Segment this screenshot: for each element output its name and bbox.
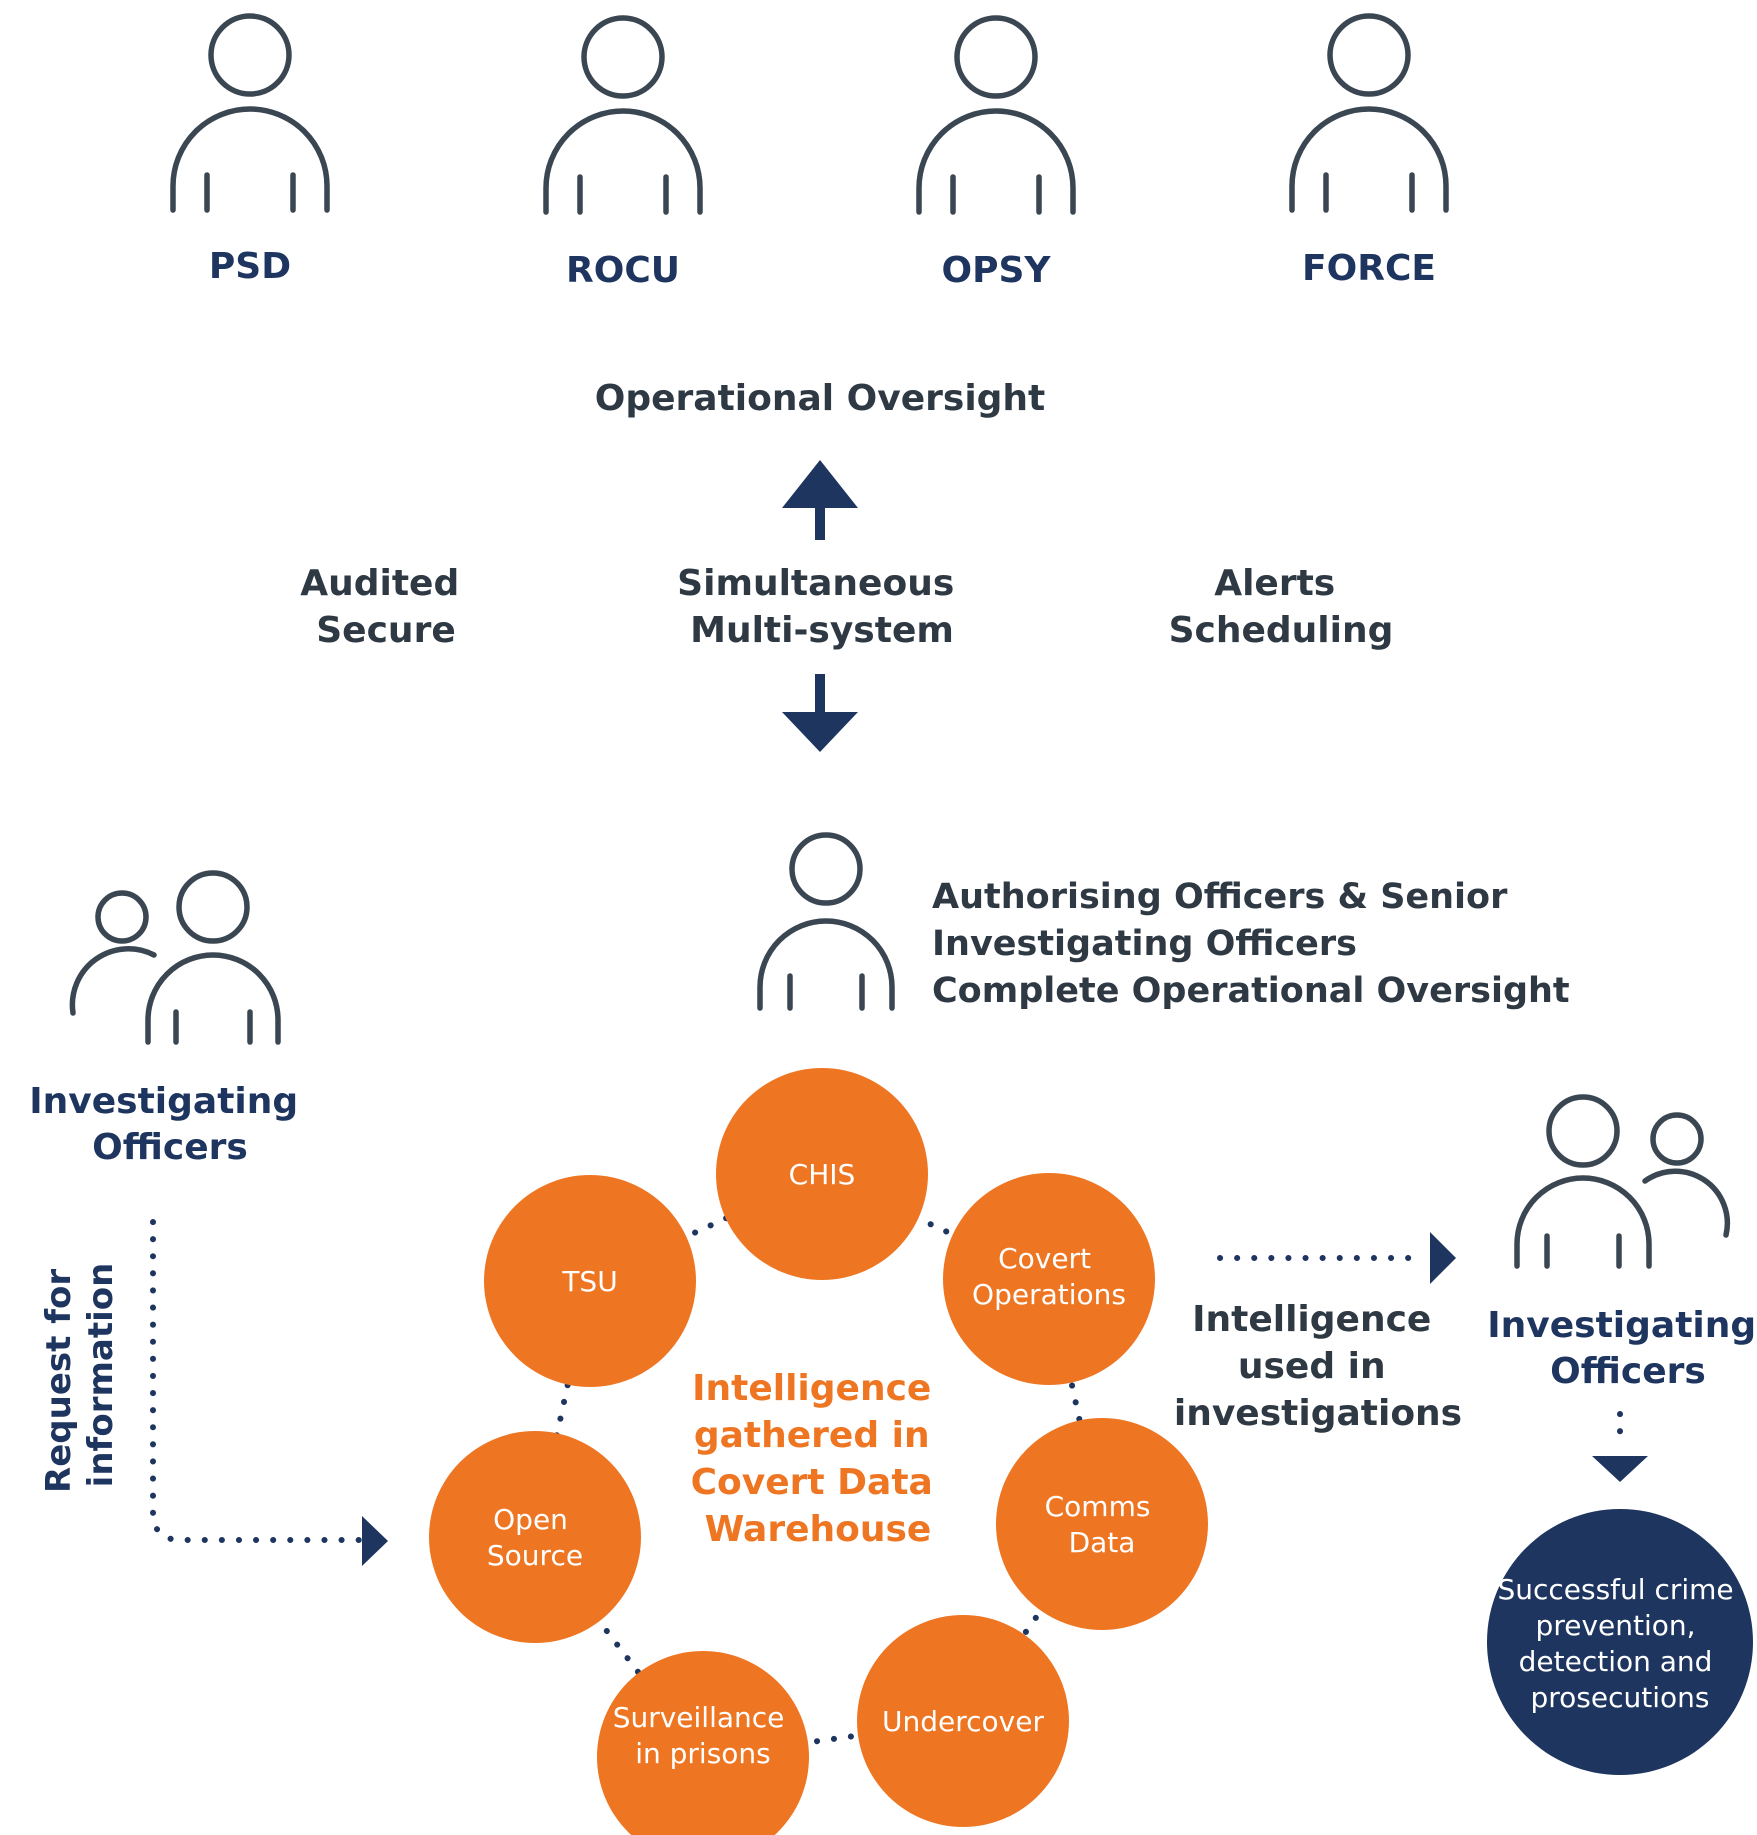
warehouse-node-chis: CHIS	[716, 1068, 928, 1280]
agency-label-rocu: ROCU	[566, 250, 680, 291]
request-for-information-label: Request for information	[39, 1257, 121, 1493]
warehouse-node-covert-operations: Covert Operations	[943, 1173, 1155, 1385]
person-icon	[757, 832, 895, 1011]
agency-label-psd: PSD	[209, 246, 291, 287]
arrow-down-icon	[782, 674, 858, 752]
svg-text:Undercover: Undercover	[882, 1705, 1044, 1738]
svg-text:CHIS: CHIS	[789, 1158, 856, 1191]
person-icon	[1289, 13, 1449, 213]
operational-oversight-title: Operational Oversight	[595, 378, 1046, 419]
svg-text:Successful crime prevent: Successful crime prevention, detection a…	[1497, 1573, 1742, 1714]
features-center: Simultaneous Multi-system	[677, 563, 967, 651]
authorising-officers-text: Authorising Officers & Senior Investigat…	[932, 877, 1570, 1011]
warehouse-node-surveillance-in-prisons: Surveillance in prisons	[597, 1651, 809, 1835]
features-left: Audited Secure	[300, 563, 472, 651]
agency-label-opsy: OPSY	[942, 250, 1052, 291]
people-group-icon	[1514, 1094, 1731, 1269]
investigating-officers-left-label: Investigating Officers	[29, 1081, 310, 1168]
person-icon	[170, 13, 330, 213]
arrow-up-icon	[782, 460, 858, 540]
svg-text:Open Source: Open Source	[487, 1503, 583, 1572]
svg-text:Surveillance in prisons: Surveillance in prisons	[613, 1701, 794, 1770]
svg-text:Covert Operations: Covert Operations	[972, 1242, 1126, 1311]
arrow-down-icon	[1592, 1456, 1648, 1482]
agency-label-force: FORCE	[1302, 248, 1436, 289]
svg-text:Comms Data: Comms Data	[1045, 1490, 1160, 1559]
warehouse-node-comms-data: Comms Data	[996, 1418, 1208, 1630]
warehouse-node-open-source: Open Source	[429, 1431, 641, 1643]
person-icon	[916, 15, 1076, 215]
features-right: Alerts Scheduling	[1169, 563, 1394, 651]
outcome-circle: Successful crime prevention, detection a…	[1487, 1509, 1753, 1775]
warehouse-center-label: Intelligence gathered in Covert Data War…	[691, 1368, 946, 1550]
warehouse-node-undercover: Undercover	[857, 1615, 1069, 1827]
request-flow-dotted-line	[150, 1219, 363, 1543]
arrow-right-icon	[362, 1516, 388, 1566]
investigating-officers-right-label: Investigating Officers	[1487, 1305, 1757, 1392]
people-group-icon	[69, 870, 281, 1045]
person-icon	[543, 15, 703, 215]
warehouse-node-tsu: TSU	[484, 1175, 696, 1387]
intelligence-used-label: Intelligence used in investigations	[1174, 1299, 1462, 1434]
arrow-right-icon	[1430, 1232, 1456, 1284]
svg-text:TSU: TSU	[561, 1265, 617, 1298]
